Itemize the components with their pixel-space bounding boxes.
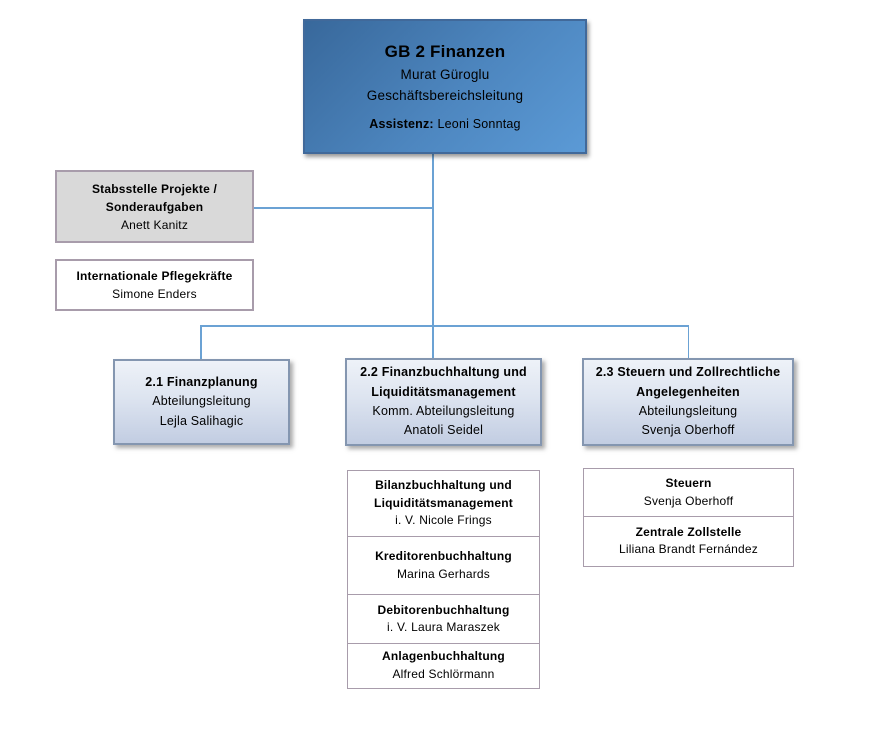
dept-person: Lejla Salihagic [159, 413, 244, 428]
team-list-dept-2-3: Steuern Svenja Oberhoff Zentrale Zollste… [583, 468, 794, 567]
team-title: Steuern [665, 476, 712, 491]
team-title: Zentrale Zollstelle [635, 524, 742, 539]
dept-title: 2.2 Finanzbuchhaltung und Liquiditätsman… [360, 365, 527, 399]
staff-title: Stabsstelle Projekte / Sonderaufgaben [91, 181, 218, 214]
team-box-kreditorenbuchhaltung: Kreditorenbuchhaltung Marina Gerhards [347, 535, 540, 596]
dept-role: Abteilungsleitung [638, 404, 738, 418]
root-title: GB 2 Finanzen [384, 41, 506, 61]
org-box-dept-2-3: 2.3 Steuern und Zollrechtliche Angelegen… [582, 358, 794, 446]
org-box-staff-stabsstelle: Stabsstelle Projekte / Sonderaufgaben An… [55, 170, 254, 243]
staff-person: Simone Enders [112, 287, 197, 301]
team-person: Marina Gerhards [396, 566, 491, 581]
org-box-dept-2-1: 2.1 Finanzplanung Abteilungsleitung Lejl… [113, 359, 290, 445]
team-person: i. V. Nicole Frings [395, 513, 492, 528]
staff-person: Anett Kanitz [120, 217, 189, 232]
dept-role: Komm. Abteilungsleitung [372, 404, 515, 418]
team-title: Bilanzbuchhaltung und Liquiditätsmanagem… [374, 478, 513, 510]
org-box-root: GB 2 Finanzen Murat Güroglu Geschäftsber… [303, 19, 587, 154]
connector-drop-dept-2-3 [687, 325, 689, 359]
root-person: Murat Güroglu [400, 66, 490, 82]
assistant-label: Assistenz: [369, 117, 434, 132]
dept-person: Svenja Oberhoff [641, 423, 735, 438]
root-role: Geschäftsbereichsleitung [366, 87, 524, 103]
connector-departments-horizontal [200, 325, 689, 327]
dept-role: Abteilungsleitung [152, 394, 251, 409]
org-box-staff-pflegekraefte: Internationale Pflegekräfte Simone Ender… [55, 259, 254, 311]
team-person: Liliana Brandt Fernández [619, 542, 758, 556]
team-person: Svenja Oberhoff [643, 493, 734, 508]
team-box-steuern: Steuern Svenja Oberhoff [583, 468, 794, 517]
dept-person: Anatoli Seidel [403, 423, 484, 438]
root-assistant-line: Assistenz: Leoni Sonntag [369, 117, 520, 131]
dept-title: 2.1 Finanzplanung [145, 374, 258, 389]
team-title: Anlagenbuchhaltung [382, 649, 505, 664]
team-list-dept-2-2: Bilanzbuchhaltung und Liquiditätsmanagem… [347, 470, 540, 689]
staff-title: Internationale Pflegekräfte [76, 269, 233, 283]
team-box-bilanzbuchhaltung: Bilanzbuchhaltung und Liquiditätsmanagem… [347, 470, 540, 537]
connector-root-vertical [432, 154, 434, 326]
assistant-name: Leoni Sonntag [437, 117, 521, 132]
org-box-dept-2-2: 2.2 Finanzbuchhaltung und Liquiditätsman… [345, 358, 542, 446]
connector-staff-horizontal [253, 207, 433, 209]
dept-title: 2.3 Steuern und Zollrechtliche Angelegen… [595, 365, 781, 399]
connector-drop-dept-2-1 [200, 325, 202, 359]
team-box-anlagenbuchhaltung: Anlagenbuchhaltung Alfred Schlörmann [347, 642, 540, 689]
team-box-debitorenbuchhaltung: Debitorenbuchhaltung i. V. Laura Marasze… [347, 594, 540, 644]
team-box-zentrale-zollstelle: Zentrale Zollstelle Liliana Brandt Ferná… [583, 515, 794, 567]
connector-drop-dept-2-2 [432, 325, 434, 359]
team-title: Kreditorenbuchhaltung [375, 549, 512, 564]
team-title: Debitorenbuchhaltung [377, 602, 510, 617]
team-person: Alfred Schlörmann [392, 666, 495, 681]
team-person: i. V. Laura Maraszek [387, 620, 500, 634]
